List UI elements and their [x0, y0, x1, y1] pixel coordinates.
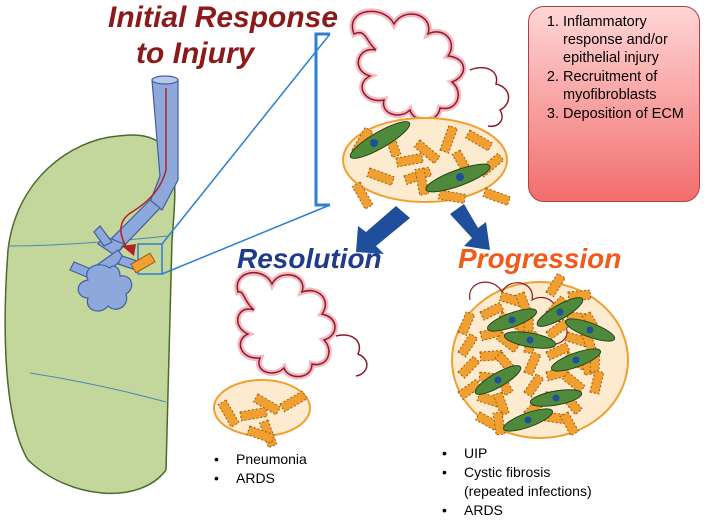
- collagen-fiber: [366, 167, 396, 186]
- title: Initial Response to Injury: [108, 0, 348, 72]
- progression-item: ARDS: [436, 501, 592, 520]
- collagen-fiber: [474, 411, 500, 432]
- progression-item-continuation: (repeated infections): [464, 483, 592, 499]
- myofibroblast-nucleus: [552, 394, 560, 402]
- collagen-fiber: [457, 310, 476, 337]
- collagen-fiber: [279, 390, 308, 413]
- collagen-fiber: [437, 189, 467, 204]
- lung-fissure-upper: [7, 235, 169, 247]
- resolution-item: Pneumonia: [208, 450, 307, 469]
- collagen-fiber: [561, 371, 586, 394]
- progression-heading: Progression: [458, 243, 622, 274]
- collagen-fiber: [476, 391, 502, 408]
- step-2: Recruitment of myofibroblasts: [563, 68, 691, 104]
- progression-list: UIP Cystic fibrosis (repeated infections…: [436, 444, 592, 520]
- progression-fibrosis: [451, 272, 629, 439]
- injury-arrowhead: [122, 244, 136, 256]
- collagen-fiber: [523, 351, 542, 377]
- step-1: Inflammatory response and/or epithelial …: [563, 13, 691, 67]
- collagen-fiber: [545, 318, 570, 340]
- resolution-heading: Resolution: [237, 243, 382, 274]
- injury-site-collagen: [130, 252, 156, 274]
- collagen-fiber: [252, 393, 282, 416]
- collagen-fiber: [564, 331, 590, 348]
- collagen-fiber: [239, 406, 268, 422]
- collagen-fiber: [457, 355, 481, 379]
- collagen-fibers-resolution: [217, 390, 308, 449]
- myofibroblast-nucleus: [556, 308, 564, 316]
- collagen-fiber: [495, 331, 521, 354]
- lung-shape: [4, 134, 176, 495]
- myofibroblast-nucleus: [456, 173, 464, 181]
- myofibroblast-nucleus: [370, 139, 378, 147]
- injury-path-arrow: [120, 88, 167, 251]
- resolution-item: ARDS: [208, 469, 307, 488]
- collagen-fiber: [457, 378, 482, 401]
- collagen-fiber: [559, 411, 580, 437]
- arrow-to-progression: [450, 204, 490, 250]
- collagen-fiber: [498, 291, 524, 308]
- myofibroblast-nucleus: [494, 376, 502, 384]
- collagen-fiber: [217, 399, 240, 428]
- initial-alveoli: [342, 8, 512, 210]
- collagen-fiber: [589, 369, 605, 395]
- collagen-fiber: [492, 391, 510, 417]
- collagen-fiber: [479, 301, 505, 321]
- collagen-fibers-initial: [351, 124, 512, 210]
- collagen-fiber: [414, 167, 430, 196]
- collagen-fiber: [545, 342, 571, 361]
- title-line-2: to Injury: [136, 37, 255, 70]
- collagen-fiber: [482, 187, 512, 206]
- myofibroblast-nucleus: [526, 336, 534, 344]
- title-line-1: Initial Response: [108, 1, 339, 34]
- myofibroblasts-progression: [474, 297, 616, 432]
- collagen-fiber: [523, 373, 545, 398]
- lung-fissure-lower: [29, 372, 167, 403]
- collagen-fiber: [457, 332, 479, 358]
- myofibroblast-nucleus: [586, 326, 594, 334]
- collagen-fiber: [492, 411, 506, 436]
- resolution-alveoli: [213, 269, 368, 449]
- zoom-line-bottom: [161, 204, 331, 275]
- injury-site-box: [137, 243, 163, 275]
- collagen-fiber: [246, 425, 276, 444]
- progression-item: UIP: [436, 444, 592, 463]
- arrow-to-resolution: [356, 206, 410, 254]
- steps-box: Inflammatory response and/or epithelial …: [528, 6, 700, 202]
- resolution-list: Pneumonia ARDS: [208, 450, 307, 488]
- collagen-fiber: [464, 129, 494, 152]
- step-3: Deposition of ECM: [563, 105, 691, 123]
- alveolar-cluster: [77, 264, 133, 312]
- zoom-line-top: [161, 33, 331, 245]
- collagen-fiber: [439, 124, 458, 154]
- collagen-fiber: [545, 272, 566, 298]
- collagen-fiber: [413, 139, 441, 165]
- collagen-fiber: [351, 181, 374, 210]
- myofibroblast: [349, 121, 411, 159]
- progression-item: Cystic fibrosis: [436, 463, 592, 482]
- myofibroblast-nucleus: [572, 356, 580, 364]
- myofibroblast-nucleus: [508, 316, 516, 324]
- collagen-fiber: [395, 152, 424, 168]
- myofibroblast-nucleus: [524, 416, 532, 424]
- zoom-bracket: [314, 32, 330, 207]
